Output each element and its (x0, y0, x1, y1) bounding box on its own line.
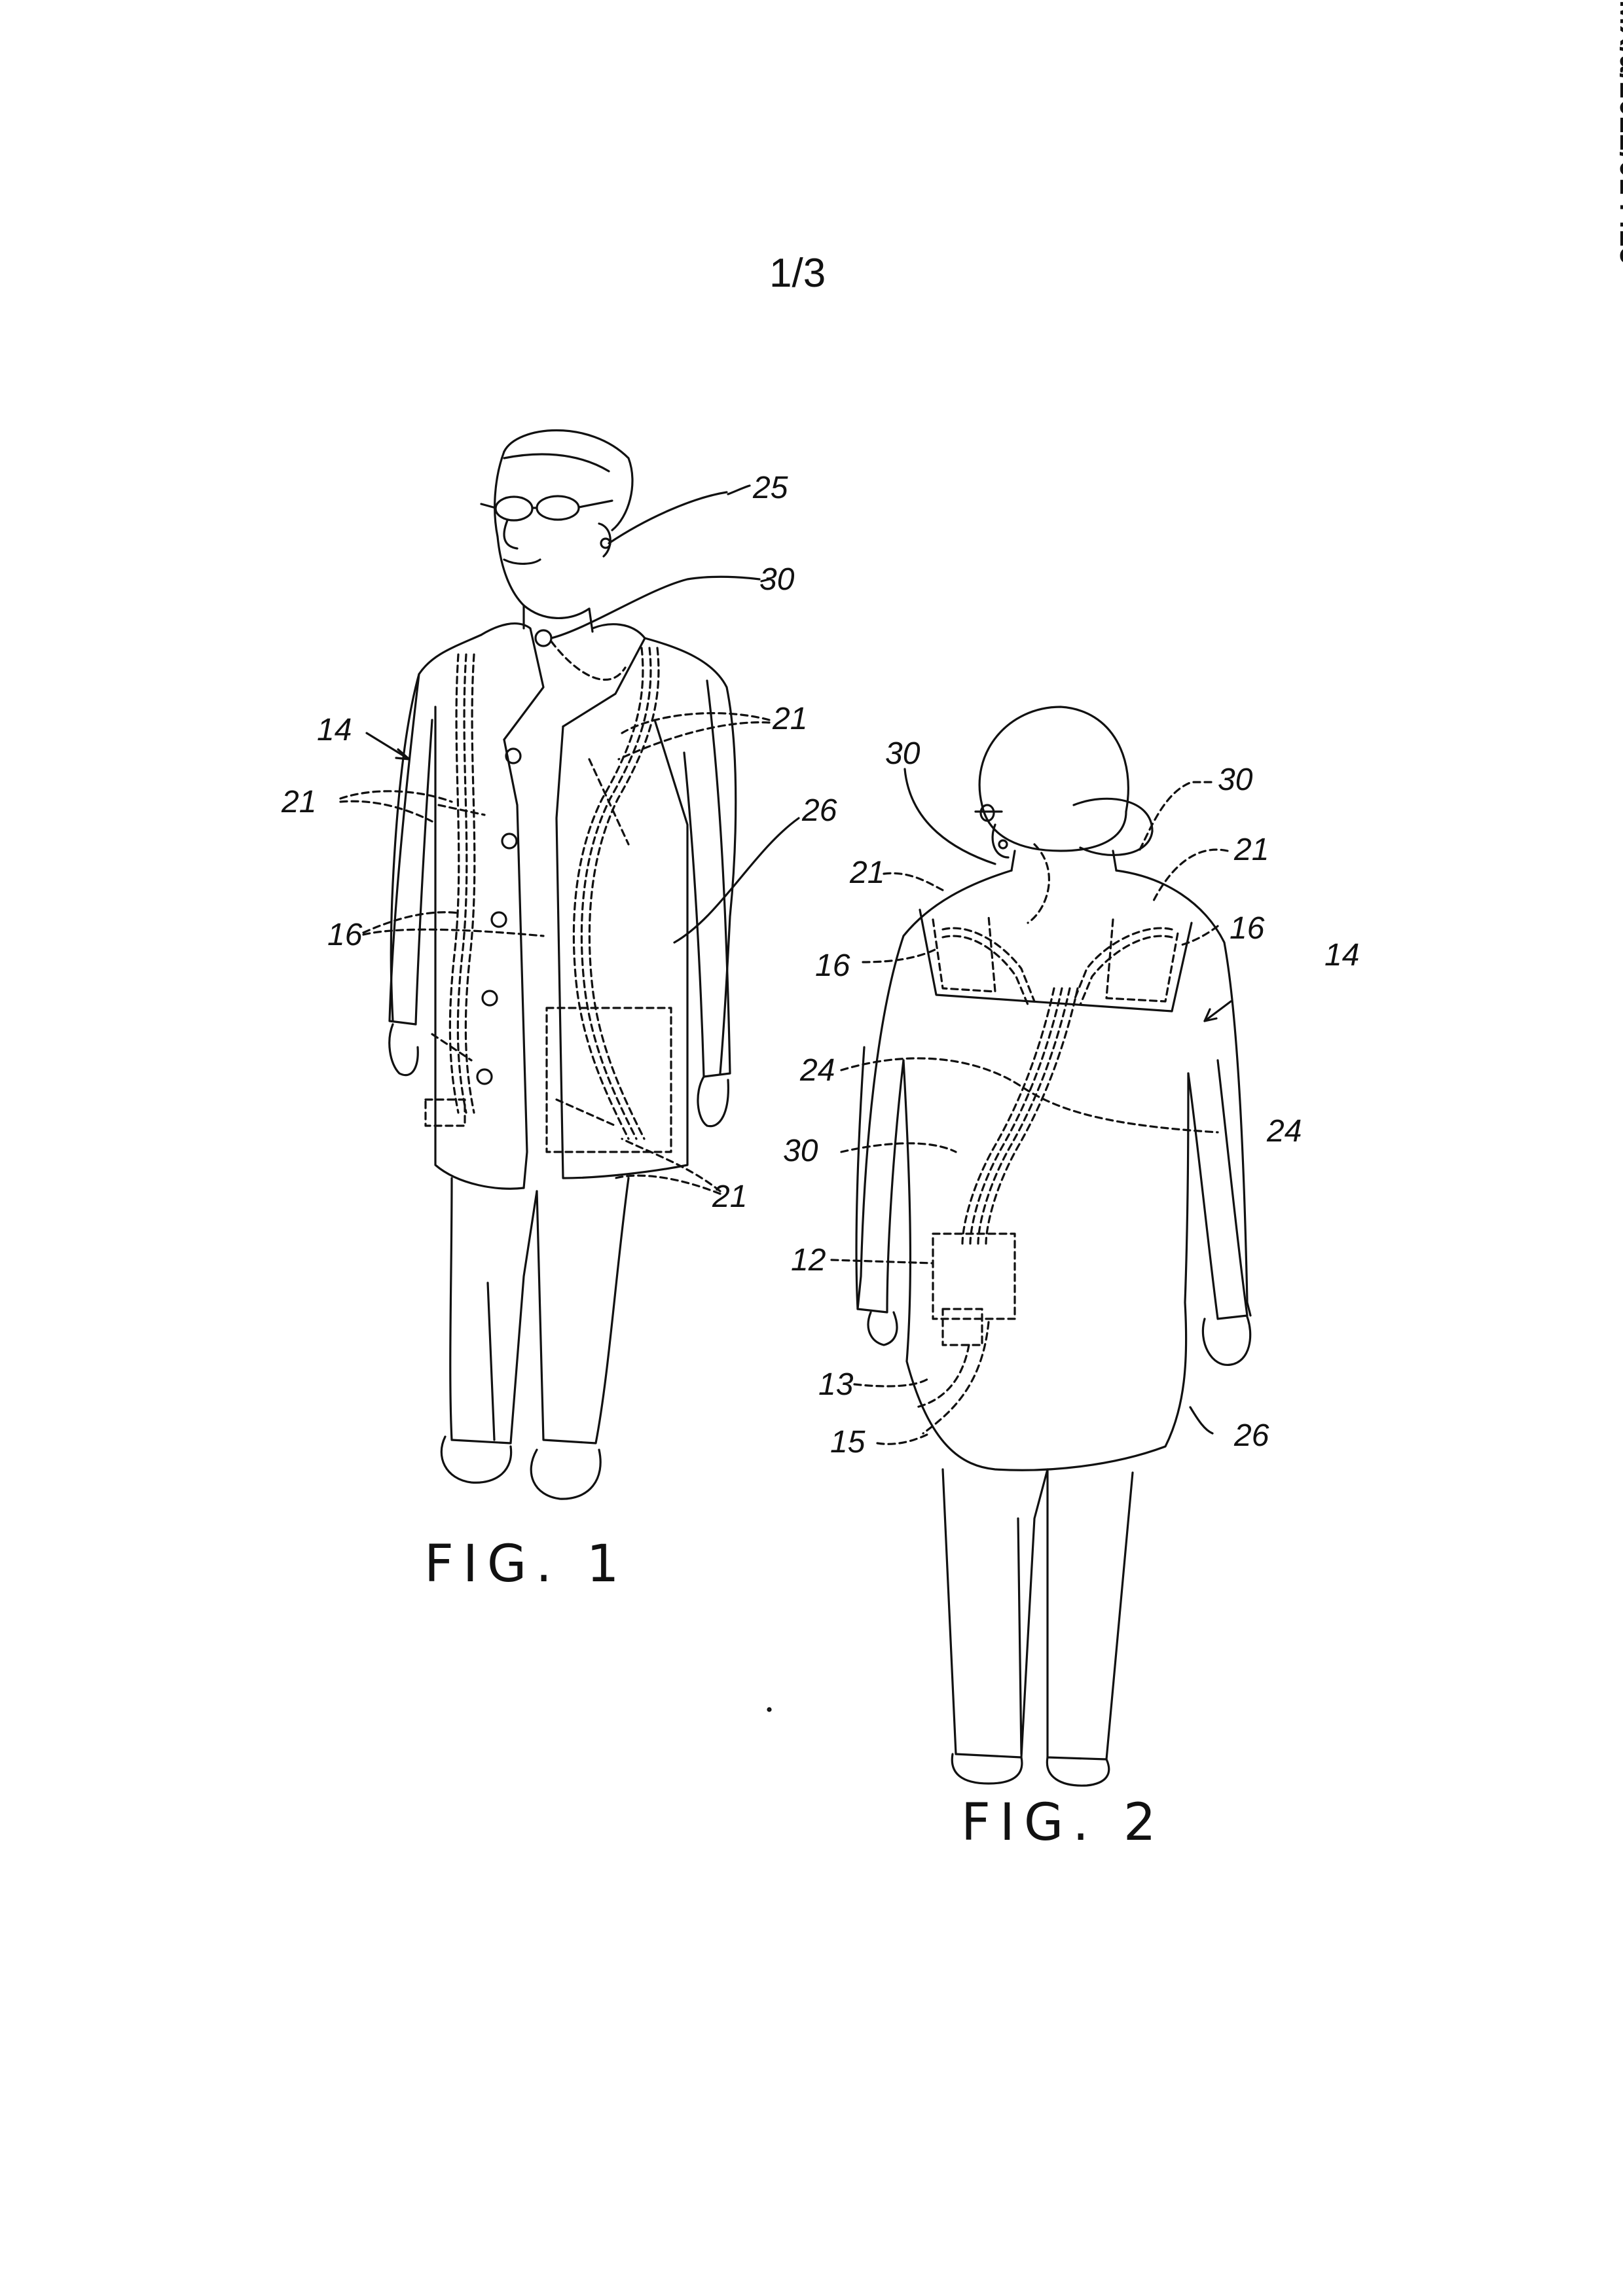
patent-drawing-sheet: 1/3 MX/a/2022/014425 (0, 0, 1623, 2296)
stray-mark (0, 0, 1623, 2296)
